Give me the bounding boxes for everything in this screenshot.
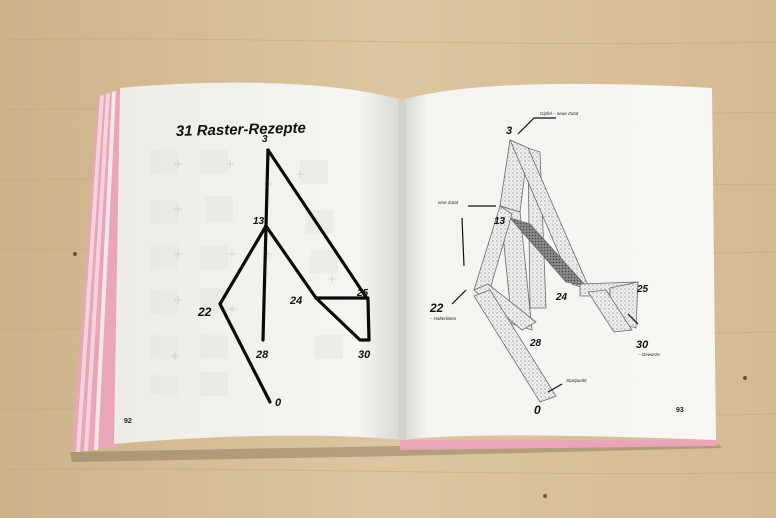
annotation-peak: Gipfel – neue Zutat (540, 111, 579, 116)
left-node-0: 0 (275, 397, 282, 409)
right-node-22: 22 (429, 301, 444, 315)
left-edge-22-0 (218, 302, 272, 404)
right-node-3: 3 (506, 125, 512, 137)
page-edges (72, 90, 718, 452)
right-node-labels: 3 13 22 24 25 28 30 0 (429, 125, 649, 417)
left-edge-13-28 (261, 224, 268, 342)
left-node-25: 25 (356, 288, 369, 299)
annotation-holder: – Halterlinien (429, 316, 457, 321)
left-page-title: 31 Raster-Rezepte (176, 120, 306, 140)
left-page (114, 82, 402, 445)
right-node-28: 28 (529, 338, 542, 349)
right-annotations: Gipfel – neue Zutat eine Zutat – Halterl… (429, 111, 660, 383)
left-node-labels: 3 13 22 24 25 28 30 0 (197, 134, 371, 409)
left-node-13: 13 (253, 216, 265, 227)
right-node-25: 25 (636, 284, 649, 295)
left-edge-13-22 (218, 224, 268, 306)
faint-grid (150, 150, 343, 396)
left-path-diagram (218, 148, 371, 404)
right-node-13: 13 (494, 216, 506, 227)
right-leader-lines (451, 117, 639, 393)
right-node-24: 24 (555, 292, 568, 303)
right-node-30: 30 (636, 339, 649, 351)
right-ribbon-diagram (473, 139, 639, 403)
annotation-start: Startpunkt (566, 378, 587, 383)
left-edge-3-30 (266, 148, 371, 342)
right-node-0: 0 (534, 403, 541, 417)
left-edge-3-13 (264, 148, 270, 228)
left-node-22: 22 (197, 305, 212, 319)
left-node-28: 28 (255, 349, 269, 361)
annotation-ingredient: eine Zutat (438, 200, 459, 205)
left-node-24: 24 (289, 295, 302, 307)
left-node-3: 3 (262, 134, 268, 145)
right-page-number: 93 (676, 407, 684, 414)
annotation-spices: – Gewürze (637, 352, 660, 357)
left-edge-24-30 (314, 296, 371, 342)
left-node-30: 30 (358, 349, 371, 361)
left-page-number: 92 (124, 418, 132, 425)
